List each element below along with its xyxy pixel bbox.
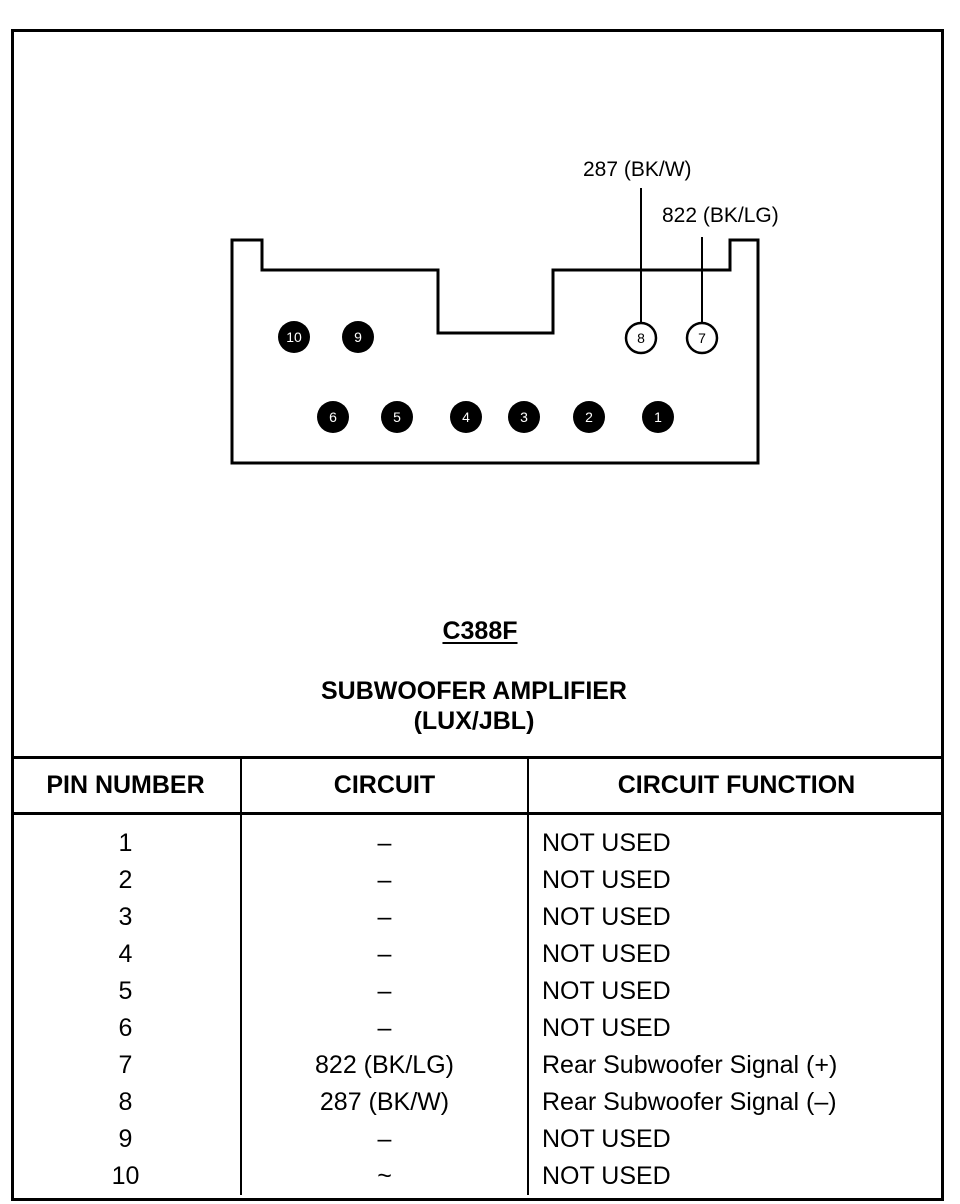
pin-4-label: 4	[462, 409, 470, 425]
cell-pin: 1	[118, 829, 133, 857]
cell-pin: 7	[118, 1051, 133, 1079]
connector-id: C388F	[442, 617, 518, 645]
table-row: 10 ~ NOT USED	[11, 1158, 944, 1195]
cell-circuit: –	[240, 1121, 528, 1158]
cell-circuit: –	[240, 1010, 528, 1047]
connector-diagram: 287 (BK/W) 822 (BK/LG) 10 9 8 7 6 5 4 3 …	[230, 158, 779, 465]
table-header-row: PIN NUMBER CIRCUIT CIRCUIT FUNCTION	[11, 756, 944, 815]
cell-circuit: –	[240, 899, 528, 936]
cell-circuit: –	[240, 973, 528, 1010]
callout-label-pin-8: 287 (BK/W)	[583, 158, 692, 181]
pin-2-label: 2	[585, 409, 593, 425]
table-row: 4 – NOT USED	[11, 936, 944, 973]
table-row: 3 – NOT USED	[11, 899, 944, 936]
header-circuit: CIRCUIT	[240, 756, 528, 815]
cell-circuit: –	[240, 813, 528, 862]
pin-7: 7	[685, 321, 719, 355]
connector-description: SUBWOOFER AMPLIFIER (LUX/JBL)	[0, 676, 948, 736]
cell-circuit: 287 (BK/W)	[240, 1084, 528, 1121]
cell-pin: 10	[111, 1162, 140, 1190]
cell-pin: 5	[118, 977, 133, 1005]
cell-function: NOT USED	[527, 1158, 944, 1195]
diagram-frame	[11, 29, 944, 1201]
cell-pin: 4	[118, 940, 133, 968]
cell-circuit: 822 (BK/LG)	[240, 1047, 528, 1084]
pin-10-label: 10	[286, 329, 302, 345]
pin-7-label: 7	[698, 330, 706, 346]
pin-1-label: 1	[654, 409, 662, 425]
pin-6: 6	[317, 401, 349, 433]
pin-6-label: 6	[329, 409, 337, 425]
table-row: 9 – NOT USED	[11, 1121, 944, 1158]
cell-function: NOT USED	[527, 899, 944, 936]
callout-label-pin-7: 822 (BK/LG)	[662, 204, 779, 227]
cell-pin: 2	[118, 866, 133, 894]
pin-3: 3	[508, 401, 540, 433]
table-row: 2 – NOT USED	[11, 862, 944, 899]
pin-9-label: 9	[354, 329, 362, 345]
table-row: 7 822 (BK/LG) Rear Subwoofer Signal (+)	[11, 1047, 944, 1084]
cell-pin: 6	[118, 1014, 133, 1042]
pin-2: 2	[573, 401, 605, 433]
cell-function: Rear Subwoofer Signal (–)	[527, 1084, 944, 1121]
pin-3-label: 3	[520, 409, 528, 425]
cell-function: NOT USED	[527, 813, 944, 862]
cell-pin: 9	[118, 1125, 133, 1153]
connector-description-line-1: SUBWOOFER AMPLIFIER	[320, 677, 627, 705]
pin-4: 4	[450, 401, 482, 433]
pin-1: 1	[642, 401, 674, 433]
cell-circuit: ~	[240, 1158, 528, 1195]
cell-function: NOT USED	[527, 973, 944, 1010]
cell-function: Rear Subwoofer Signal (+)	[527, 1047, 944, 1084]
pin-8: 8	[624, 321, 658, 355]
table-row: 6 – NOT USED	[11, 1010, 944, 1047]
pin-9: 9	[342, 321, 374, 353]
cell-function: NOT USED	[527, 936, 944, 973]
pin-5-label: 5	[393, 409, 401, 425]
pin-table: PIN NUMBER CIRCUIT CIRCUIT FUNCTION 1 – …	[11, 756, 944, 1195]
table-row: 5 – NOT USED	[11, 973, 944, 1010]
connector-description-line-2: (LUX/JBL)	[413, 707, 535, 735]
pin-8-label: 8	[637, 330, 645, 346]
cell-function: NOT USED	[527, 1121, 944, 1158]
cell-function: NOT USED	[527, 1010, 944, 1047]
cell-pin: 8	[118, 1088, 133, 1116]
cell-circuit: –	[240, 862, 528, 899]
connector-outline	[230, 238, 760, 465]
cell-pin: 3	[118, 903, 133, 931]
pin-10: 10	[278, 321, 310, 353]
cell-circuit: –	[240, 936, 528, 973]
pin-5: 5	[381, 401, 413, 433]
cell-function: NOT USED	[527, 862, 944, 899]
table-row: 8 287 (BK/W) Rear Subwoofer Signal (–)	[11, 1084, 944, 1121]
header-circuit-function: CIRCUIT FUNCTION	[527, 756, 944, 815]
header-pin-number: PIN NUMBER	[11, 756, 241, 815]
table-row: 1 – NOT USED	[11, 813, 944, 862]
